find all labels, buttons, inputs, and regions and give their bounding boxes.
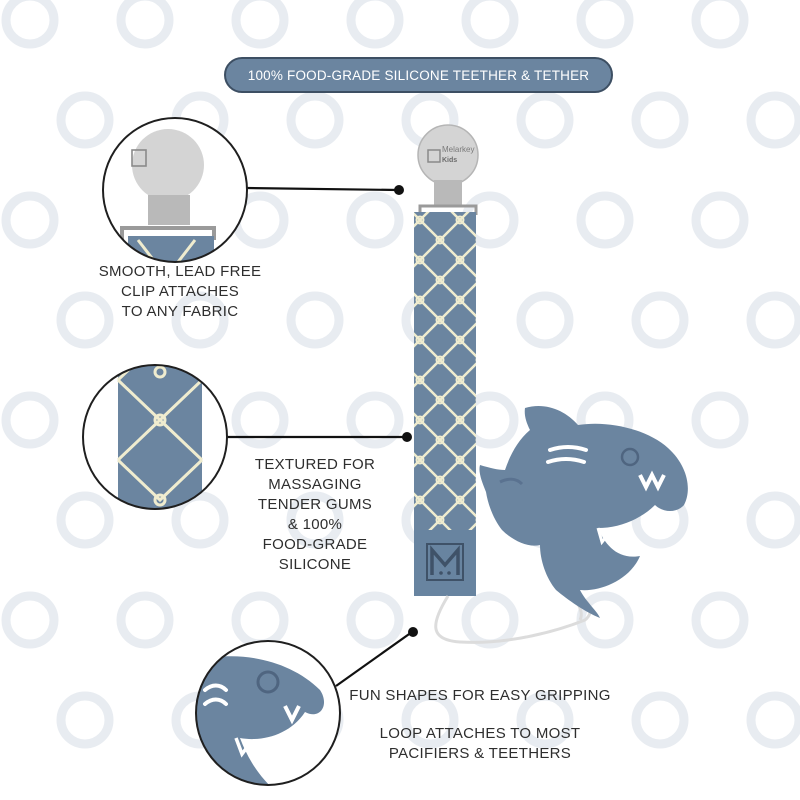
caption-line: TEXTURED FOR <box>254 456 376 473</box>
caption-line: CLIP ATTACHES <box>120 283 240 300</box>
pattern-ring <box>116 0 174 49</box>
pattern-ring <box>346 391 404 449</box>
pattern-ring <box>1 191 59 249</box>
caption-line: TENDER GUMS <box>257 496 373 513</box>
caption-line: SMOOTH, LEAD FREE <box>98 263 262 280</box>
pattern-ring <box>56 691 114 749</box>
shark-teether-icon <box>477 403 690 620</box>
pattern-ring <box>116 591 174 649</box>
clip-sub-text: Kids <box>442 157 457 164</box>
caption-line: LOOP ATTACHES TO MOST <box>379 725 581 742</box>
caption-line: MASSAGING <box>268 476 362 493</box>
pattern-ring <box>461 0 519 49</box>
feature-caption-texture: TEXTURED FOR MASSAGING TENDER GUMS & 100… <box>225 455 405 575</box>
caption-line: TO ANY FABRIC <box>121 303 239 320</box>
pattern-ring <box>746 291 800 349</box>
pattern-ring <box>286 91 344 149</box>
clip-brand-text: Melarkey <box>442 145 474 154</box>
title-banner: 100% FOOD-GRADE SILICONE TEETHER & TETHE… <box>224 57 613 93</box>
pattern-ring <box>1 391 59 449</box>
caption-line: FUN SHAPES FOR EASY GRIPPING <box>349 687 611 704</box>
detail-circle-clip <box>102 117 248 263</box>
leader-dot-shark <box>408 627 418 637</box>
title-banner-text: 100% FOOD-GRADE SILICONE TEETHER & TETHE… <box>247 67 590 83</box>
pattern-ring <box>171 291 229 349</box>
pattern-ring <box>346 0 404 49</box>
m-logo-badge-icon <box>426 543 464 581</box>
pattern-ring <box>346 191 404 249</box>
pattern-ring <box>576 191 634 249</box>
pattern-ring <box>171 491 229 549</box>
pattern-ring <box>516 91 574 149</box>
pattern-ring <box>746 691 800 749</box>
pattern-ring <box>56 491 114 549</box>
pattern-ring <box>1 0 59 49</box>
pattern-ring <box>746 491 800 549</box>
leader-dot-clip <box>394 185 404 195</box>
cord-loop <box>434 593 592 644</box>
pattern-ring <box>691 591 749 649</box>
pattern-ring <box>691 0 749 49</box>
pattern-ring <box>691 391 749 449</box>
feature-caption-loop: LOOP ATTACHES TO MOST PACIFIERS & TEETHE… <box>330 724 630 764</box>
leader-dot-strap <box>402 432 412 442</box>
pattern-ring <box>56 291 114 349</box>
pattern-ring <box>346 591 404 649</box>
caption-line: & 100% <box>287 516 343 533</box>
pattern-ring <box>286 491 344 549</box>
tether-strap <box>414 212 476 596</box>
pattern-ring <box>231 391 289 449</box>
caption-line: FOOD-GRADE <box>262 536 368 553</box>
pattern-ring <box>1 591 59 649</box>
pattern-ring <box>746 91 800 149</box>
pattern-ring <box>516 691 574 749</box>
pattern-ring <box>401 691 459 749</box>
pattern-ring <box>461 591 519 649</box>
detail-circle-texture <box>82 364 228 510</box>
caption-line: SILICONE <box>278 556 352 573</box>
feature-caption-shapes: FUN SHAPES FOR EASY GRIPPING <box>330 686 630 706</box>
pattern-ring <box>516 291 574 349</box>
detail-circle-shark <box>195 640 341 786</box>
pattern-ring <box>56 91 114 149</box>
pattern-ring <box>576 0 634 49</box>
pattern-ring <box>286 291 344 349</box>
pattern-ring <box>231 0 289 49</box>
pattern-ring <box>631 691 689 749</box>
leader-lines <box>227 186 413 687</box>
pacifier-clip-icon: Melarkey Kids <box>417 124 479 215</box>
pattern-ring <box>691 191 749 249</box>
pattern-ring <box>631 291 689 349</box>
pattern-ring <box>631 91 689 149</box>
caption-line: PACIFIERS & TEETHERS <box>388 745 572 762</box>
feature-caption-clip: SMOOTH, LEAD FREE CLIP ATTACHES TO ANY F… <box>80 262 280 322</box>
